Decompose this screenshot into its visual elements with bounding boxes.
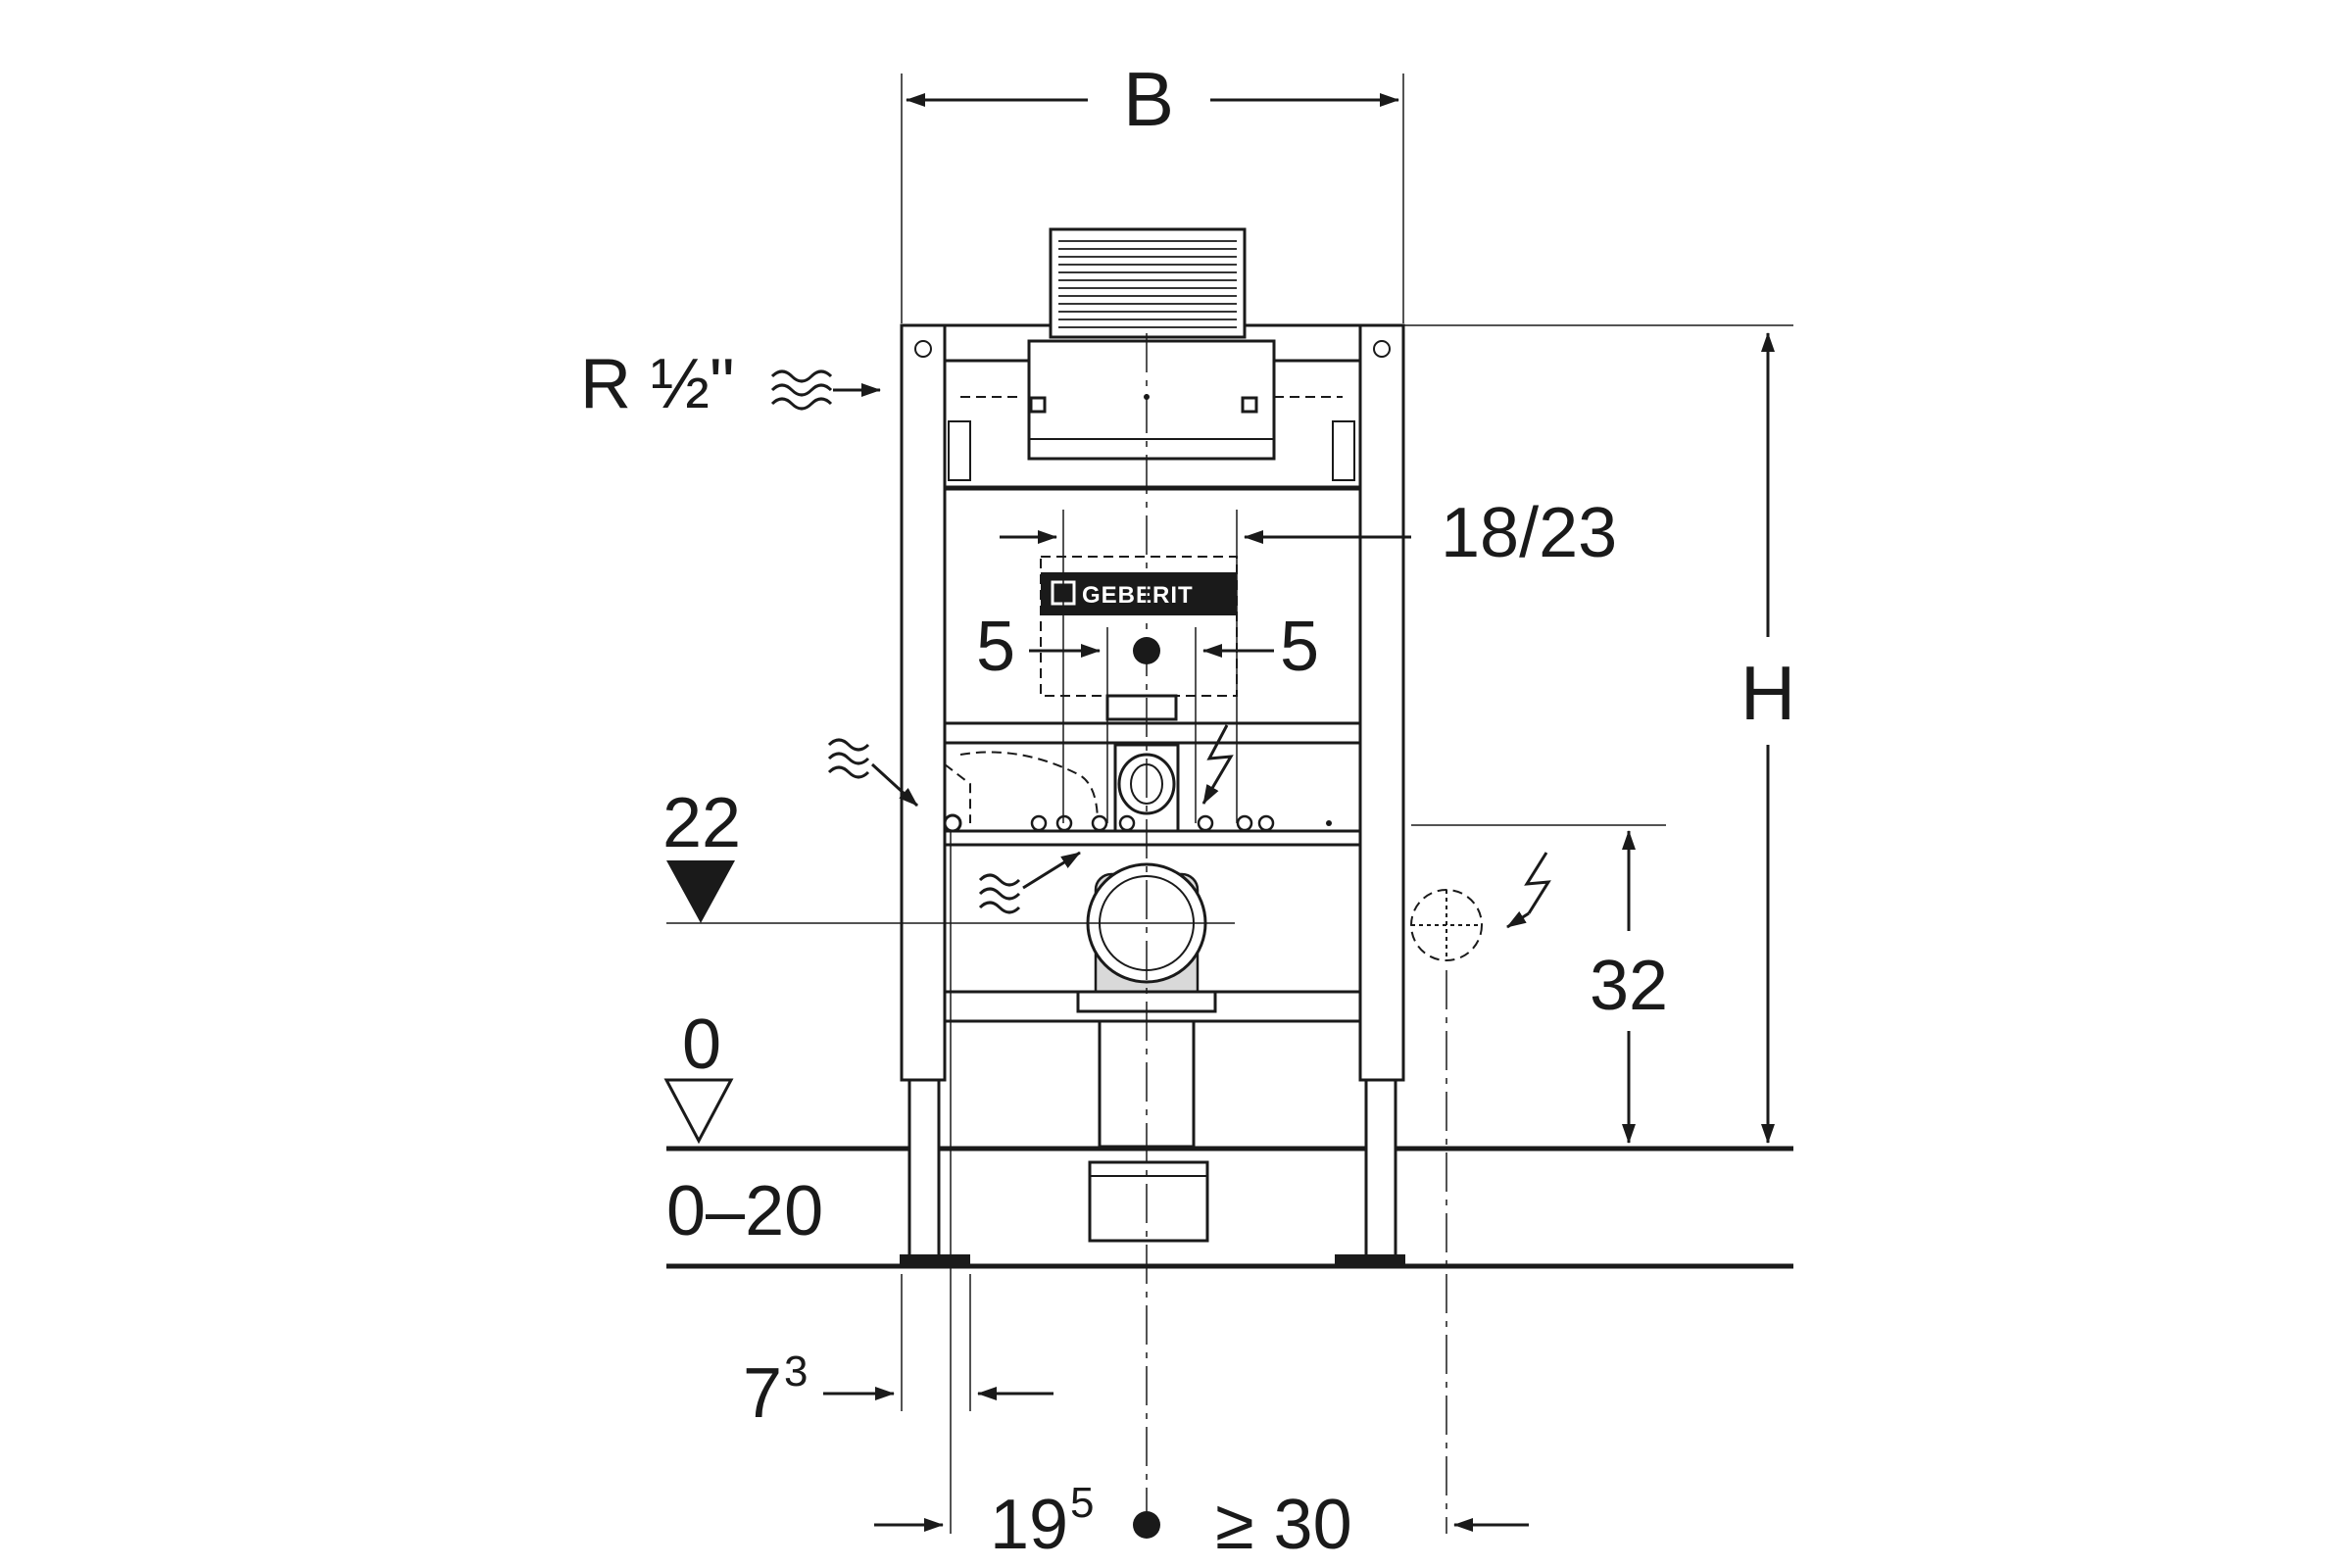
height-label: H — [1740, 650, 1795, 736]
axis-point-icon — [1133, 1511, 1160, 1539]
min-distance-label: ≥ 30 — [1215, 1486, 1352, 1564]
left-leg — [907, 1078, 941, 1258]
bolt-icon — [1091, 814, 1108, 832]
floor-adjust-label: 0–20 — [666, 1172, 823, 1250]
water-wave-icon — [770, 369, 881, 411]
foot-offset-superscript: 3 — [784, 1348, 808, 1396]
axis-offset-label: 19 — [990, 1486, 1068, 1564]
drain-height-label: 22 — [662, 784, 741, 862]
fixing-bolts — [1030, 814, 1275, 832]
mid-rail-upper — [943, 721, 1362, 745]
ventilation-grill — [1058, 240, 1237, 328]
axis-offset-superscript: 5 — [1070, 1479, 1094, 1527]
power-height-label: 32 — [1590, 947, 1668, 1025]
bolt-icon — [1118, 814, 1136, 832]
axis-lines — [666, 74, 1793, 1534]
foot-offset-label: 7 — [743, 1354, 782, 1433]
drain-pipe-end — [1088, 1160, 1209, 1243]
level-triangle-icon — [663, 1078, 734, 1145]
frame-left-post — [900, 323, 947, 1082]
right-leg — [1364, 1078, 1397, 1258]
water-wave-icon — [827, 738, 919, 808]
bolt-icon — [1030, 814, 1048, 832]
dimension-arrows — [823, 93, 1793, 1539]
power-socket — [1410, 889, 1483, 961]
floor-lines — [666, 1146, 1793, 1269]
right-foot — [1335, 1254, 1405, 1266]
center-point-icon — [1133, 637, 1160, 664]
bolt-icon — [1257, 814, 1275, 832]
labels: B H R ½" 18/23 5 5 22 0 0–20 32 7 3 19 5… — [580, 56, 1795, 1564]
water-wave-icon — [978, 851, 1081, 914]
symbols — [663, 369, 1551, 1145]
drain-spacing-label: 18/23 — [1441, 494, 1617, 572]
width-label: B — [1123, 56, 1174, 142]
connection-zone — [943, 742, 1361, 833]
offset-left-label: 5 — [976, 608, 1015, 686]
water-connection-label: R ½" — [580, 345, 735, 423]
bolt-icon — [1236, 814, 1253, 832]
left-foot — [900, 1254, 970, 1266]
brand-text: GEBERIT — [1082, 582, 1194, 609]
level-triangle-icon — [666, 860, 735, 923]
left-mount-hole-icon — [914, 340, 932, 358]
lightning-icon — [1201, 724, 1234, 805]
offset-right-label: 5 — [1280, 608, 1319, 686]
water-inlet-valve — [943, 813, 962, 833]
bolt-icon — [1055, 814, 1073, 832]
service-box — [1027, 339, 1276, 461]
right-mount-hole-icon — [1373, 340, 1391, 358]
frame-right-post — [1358, 323, 1405, 1082]
mid-rail-lower — [943, 829, 1362, 847]
lightning-icon — [1506, 852, 1551, 929]
floor-level-label: 0 — [682, 1005, 721, 1084]
actuator-housing — [1049, 227, 1247, 339]
bolt-icon — [1197, 814, 1214, 832]
